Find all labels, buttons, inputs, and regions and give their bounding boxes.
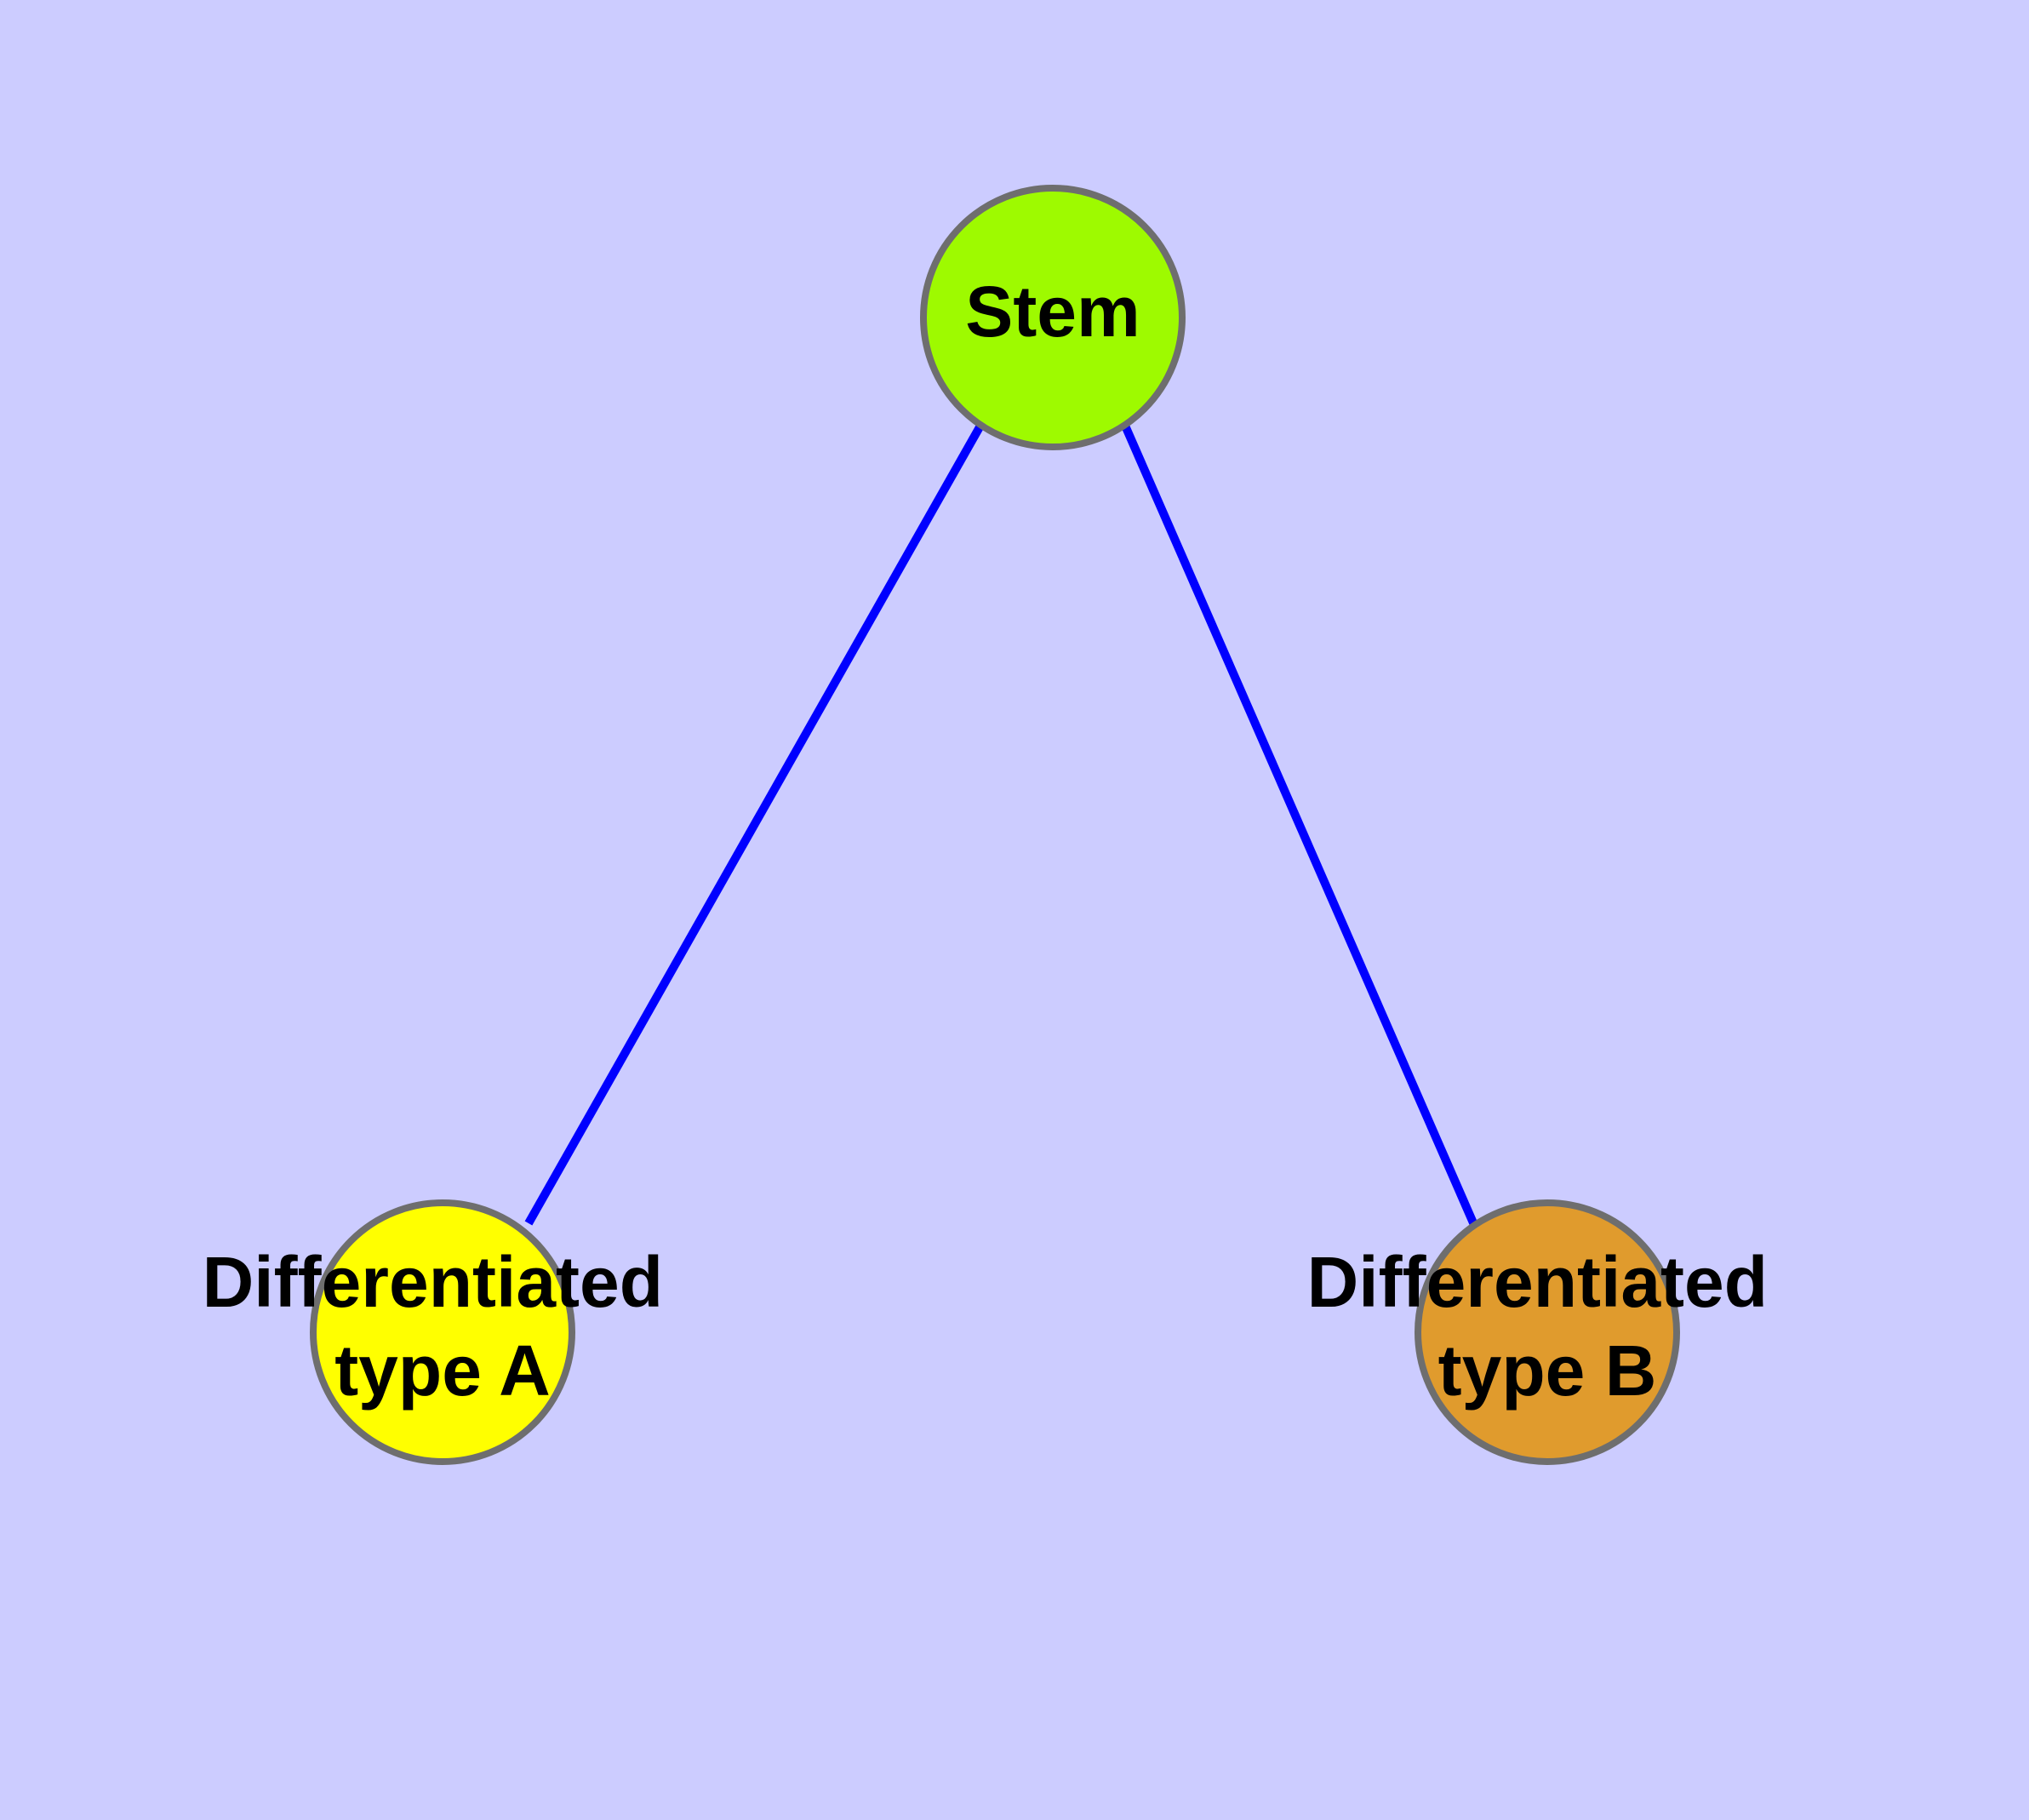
edge-stem-diff-a[interactable] xyxy=(524,423,985,1226)
node-stem-label: Stem xyxy=(965,272,1140,352)
node-stem-circle[interactable] xyxy=(920,185,1186,450)
node-stem[interactable] xyxy=(920,185,1186,450)
edge-stem-diff-b[interactable] xyxy=(1121,423,1482,1235)
node-diff-a-circle[interactable] xyxy=(310,1199,575,1465)
edge-layer xyxy=(524,423,1482,1235)
node-diff-b-label-line-2: type B xyxy=(1438,1331,1657,1411)
label-layer: Stem Differentiated type A Differentiate… xyxy=(203,272,1788,1411)
node-diff-a-label-line-2: type A xyxy=(334,1331,551,1411)
node-layer xyxy=(310,185,1680,1465)
node-diff-b-label-line-1: Differentiated xyxy=(1307,1242,1768,1322)
node-diff-a-label: Differentiated type A xyxy=(203,1242,683,1411)
node-stem-label-line-1: Stem xyxy=(965,272,1140,352)
node-diff-a[interactable] xyxy=(310,1199,575,1465)
node-diff-b-label: Differentiated type B xyxy=(1307,1242,1788,1411)
node-diff-b[interactable] xyxy=(1415,1199,1680,1465)
node-diff-a-label-line-1: Differentiated xyxy=(203,1242,663,1322)
node-diff-b-circle[interactable] xyxy=(1415,1199,1680,1465)
